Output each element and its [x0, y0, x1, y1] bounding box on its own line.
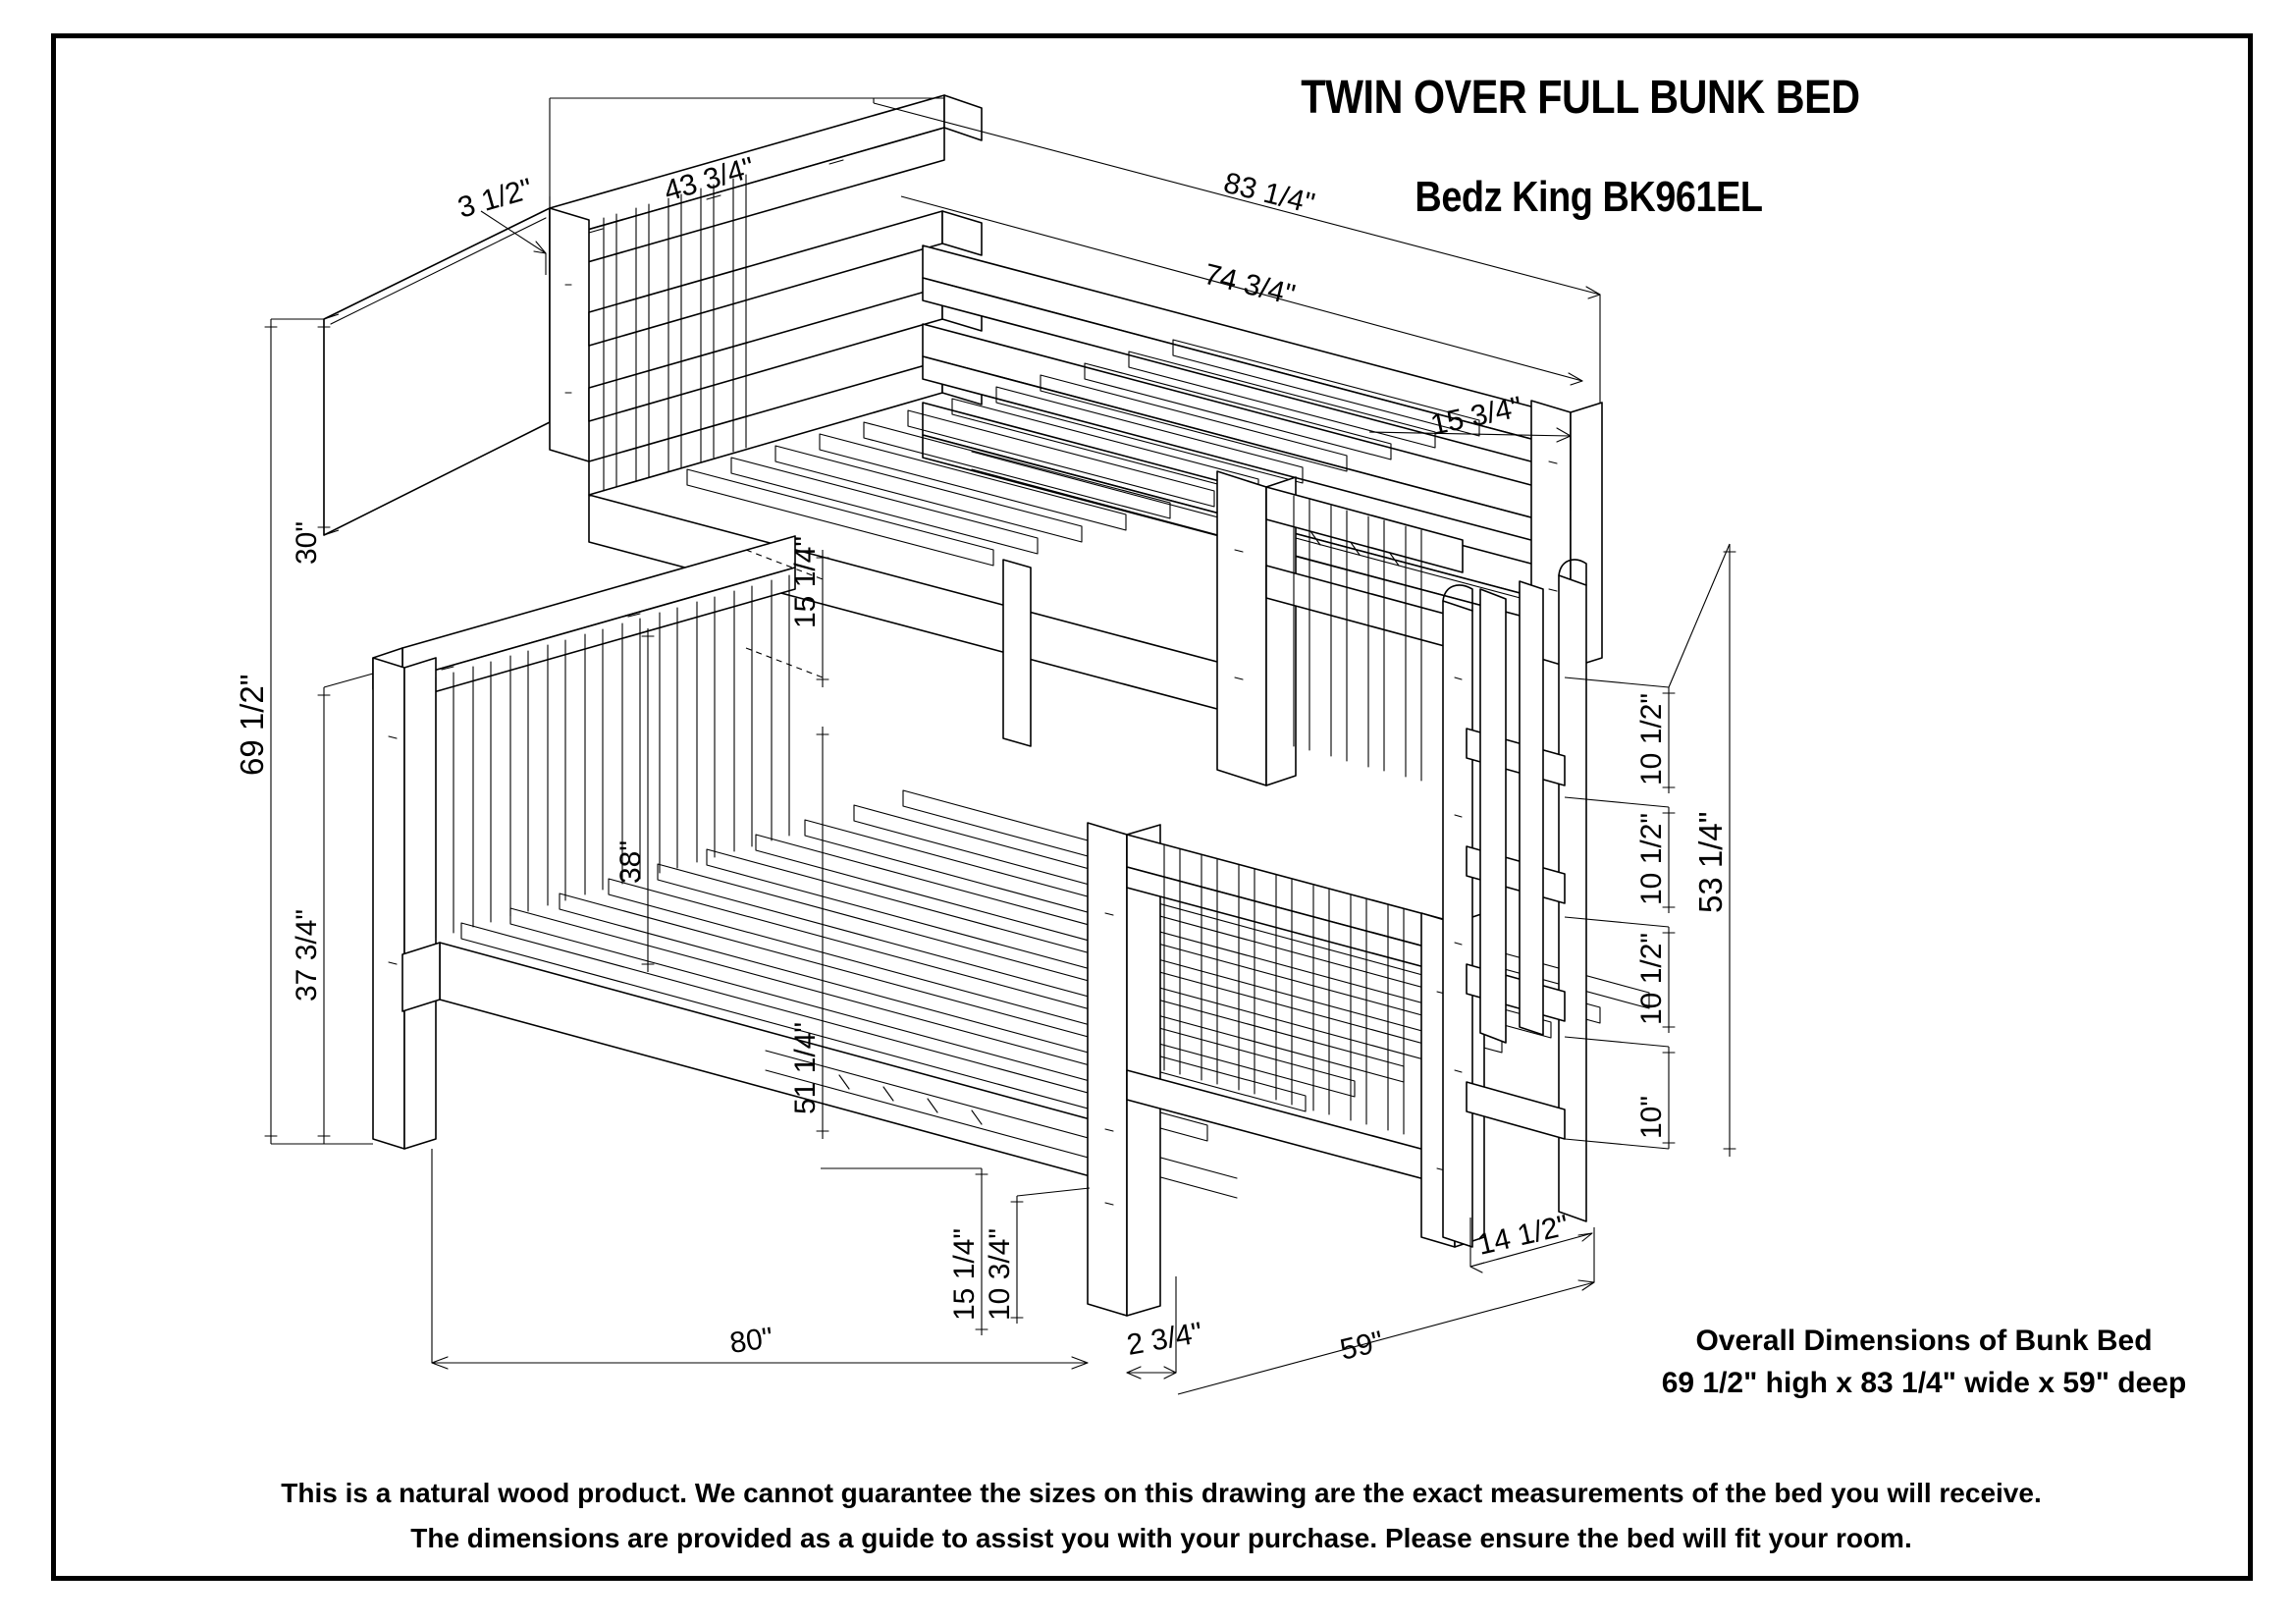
- lower-footboard-slats: [1163, 844, 1405, 1135]
- title-block: TWIN OVER FULL BUNK BED Bedz King BK961E…: [1301, 71, 1860, 221]
- ladder-assembly: [1442, 559, 1587, 1248]
- drawing-title-line1: TWIN OVER FULL BUNK BED: [1301, 71, 1859, 124]
- ladder-guard-post-a: [1479, 588, 1507, 1044]
- dim-lower-clearance-height: [317, 673, 374, 1144]
- label-upper-deck-height: 15 1/4": [789, 536, 822, 628]
- dimension-annotations: [264, 95, 1736, 1395]
- label-ladder-rung-3: 10 1/2": [1635, 933, 1668, 1025]
- lower-footboard-post: [1087, 822, 1161, 1317]
- dim-lower-headboard-height: [641, 628, 655, 972]
- dim-lower-deck-height: [816, 727, 829, 1139]
- dim-upper-headboard-height: [317, 313, 340, 536]
- label-upper-bed-length: 74 3/4": [1201, 258, 1298, 312]
- lower-headboard-top-rail: [372, 535, 796, 702]
- label-ladder-rung-4: 10": [1635, 1096, 1668, 1139]
- upper-right-post: [1216, 470, 1297, 786]
- ladder-guard-post-b: [1519, 580, 1544, 1036]
- upper-left-front-post: [549, 207, 590, 462]
- dim-lower-bed-length: [431, 1149, 1089, 1370]
- dim-upper-bed-length: [900, 195, 1583, 386]
- dim-ladder-total-height: [1668, 543, 1736, 1157]
- dim-overall-width: [873, 98, 1601, 403]
- upper-deck-center-post: [1002, 559, 1032, 747]
- dim-top-rail-length: [549, 95, 945, 208]
- label-lower-rail-inner: 10 3/4": [984, 1228, 1016, 1321]
- lower-bed-slats: [460, 789, 1650, 1142]
- disclaimer-line2: The dimensions are provided as a guide t…: [410, 1523, 1912, 1553]
- dim-guardrail-height: [1368, 427, 1572, 511]
- upper-left-headboard-panel: [323, 207, 551, 536]
- label-overall-depth: 59": [1337, 1326, 1386, 1367]
- overall-dimensions-block: Overall Dimensions of Bunk Bed 69 1/2" h…: [1662, 1325, 2187, 1399]
- overall-dimensions-heading: Overall Dimensions of Bunk Bed: [1695, 1325, 2152, 1357]
- upper-right-guard-panel: [1265, 486, 1464, 782]
- overall-dimensions-value: 69 1/2" high x 83 1/4" wide x 59" deep: [1662, 1367, 2187, 1399]
- lower-deck-near-rail: [401, 942, 1098, 1179]
- lower-footboard-bottom-rail: [1126, 1069, 1444, 1185]
- dim-ladder-width: [1469, 1218, 1593, 1273]
- lower-bunk-assembly: [372, 535, 1650, 1317]
- lower-footboard-top-rail: [1126, 834, 1444, 973]
- label-lower-bed-length: 80": [727, 1322, 774, 1360]
- label-ladder-total-height: 53 1/4": [1692, 812, 1729, 913]
- disclaimer-block: This is a natural wood product. We canno…: [281, 1478, 2041, 1553]
- label-overall-width: 83 1/4": [1220, 167, 1317, 221]
- label-ladder-rung-1: 10 1/2": [1635, 693, 1668, 785]
- drawing-border: [51, 33, 2253, 1581]
- label-lower-headboard-height: 38": [614, 840, 647, 884]
- dim-overall-height: [264, 318, 373, 1145]
- dim-upper-deck-height: [745, 549, 829, 687]
- label-guard-rail-thickness: 3 1/2": [454, 173, 536, 225]
- label-leg-offset: 2 3/4": [1124, 1317, 1204, 1362]
- label-ladder-width: 14 1/2": [1474, 1210, 1572, 1262]
- lower-left-post: [372, 657, 437, 1150]
- dim-leg-offset: [1126, 1276, 1177, 1380]
- upper-headboard-slats: [603, 174, 747, 492]
- ladder-left-stile: [1442, 600, 1473, 1248]
- label-ladder-rung-2: 10 1/2": [1635, 813, 1668, 905]
- label-lower-rail-height: 15 1/4": [948, 1228, 981, 1321]
- dim-lower-rail-height: [821, 1167, 1091, 1335]
- lower-headboard-slats: [435, 574, 790, 939]
- label-lower-clearance-height: 37 3/4": [291, 909, 323, 1001]
- dim-overall-depth: [1177, 1227, 1595, 1395]
- label-overall-height: 69 1/2": [234, 675, 270, 776]
- label-lower-deck-height: 51 1/4": [789, 1022, 822, 1114]
- drawing-title-line2: Bedz King BK961EL: [1415, 172, 1762, 220]
- label-upper-headboard-height: 30": [291, 521, 323, 565]
- dim-ladder-rungs: [1564, 677, 1676, 1150]
- upper-guardrail-top-board: [588, 210, 983, 347]
- disclaimer-line1: This is a natural wood product. We canno…: [281, 1478, 2041, 1508]
